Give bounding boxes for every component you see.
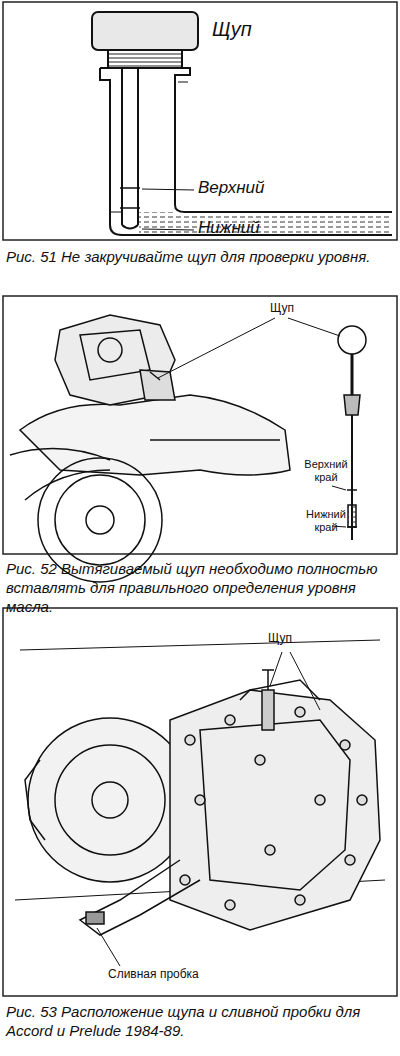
bolt-head bbox=[295, 707, 305, 717]
dipstick-tube bbox=[92, 12, 392, 235]
level-label: Нижний bbox=[198, 218, 260, 238]
engine-drawing bbox=[10, 315, 366, 582]
bolt-head bbox=[265, 845, 275, 855]
transmission-drawing bbox=[15, 640, 385, 966]
level-label: Верхний край bbox=[300, 458, 352, 483]
part-label: Сливная пробка bbox=[108, 968, 199, 982]
bolt-head bbox=[225, 715, 235, 725]
bolt-head bbox=[225, 900, 235, 910]
bolt-head bbox=[295, 895, 305, 905]
bolt-head bbox=[357, 795, 367, 805]
bolt-head bbox=[180, 875, 190, 885]
bolt-head bbox=[255, 755, 265, 765]
panel-frames bbox=[3, 2, 397, 996]
figure-caption: Рис. 53 Расположение щупа и сливной проб… bbox=[6, 1003, 394, 1041]
part-label: Щуп bbox=[270, 302, 294, 316]
bolt-head bbox=[345, 855, 355, 865]
bolt-head bbox=[315, 795, 325, 805]
part-label: Щуп bbox=[212, 18, 252, 41]
part-label: Щуп bbox=[268, 632, 292, 646]
level-label: Нижний край bbox=[300, 508, 352, 533]
figure-caption: Рис. 52 Вытягиваемый щуп необходимо полн… bbox=[6, 560, 394, 616]
bolt-head bbox=[195, 795, 205, 805]
level-label: Верхний bbox=[198, 178, 264, 198]
bolt-head bbox=[340, 740, 350, 750]
figure-caption: Рис. 51 Не закручивайте щуп для проверки… bbox=[6, 248, 394, 267]
bolt-head bbox=[185, 735, 195, 745]
